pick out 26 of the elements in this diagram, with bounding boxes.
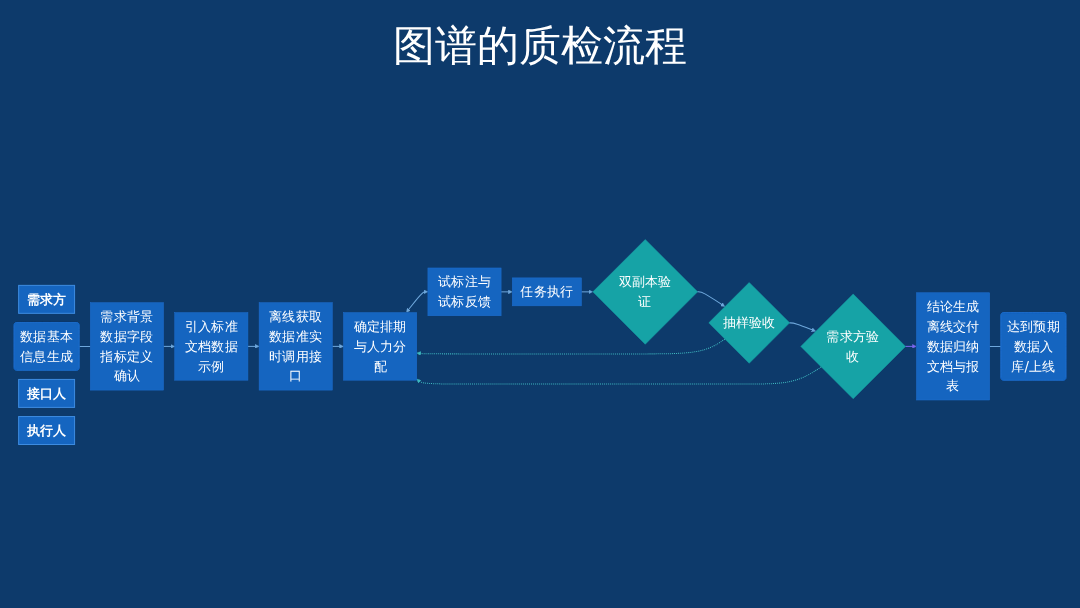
arrow xyxy=(788,322,816,332)
arrow xyxy=(163,344,175,349)
node-box: 接口人 xyxy=(18,378,76,408)
arrow xyxy=(416,338,726,356)
arrow xyxy=(331,344,344,349)
node-box: 任务执行 xyxy=(512,277,582,307)
node-diamond: 抽样验收 xyxy=(708,282,790,364)
node-box: 结论生成离线交付数据归纳文档与报表 xyxy=(916,292,990,401)
node-box: 执行人 xyxy=(18,416,76,445)
connector xyxy=(78,345,91,348)
arrow xyxy=(406,289,429,313)
node-box: 确定排期与人力分配 xyxy=(343,312,417,381)
node-box: 需求背景数据字段指标定义确认 xyxy=(90,302,164,391)
diagram-title: 图谱的质检流程 xyxy=(392,20,688,72)
node-box: 需求方 xyxy=(18,284,76,314)
arrow xyxy=(500,289,513,295)
arrow xyxy=(904,344,917,349)
arrow xyxy=(696,291,725,307)
arrow xyxy=(247,344,260,349)
node-box: 试标注与试标反馈 xyxy=(427,267,502,316)
node-diamond: 双副本验证 xyxy=(592,239,698,345)
node-box: 引入标准文档数据示例 xyxy=(174,312,249,381)
node-box: 离线获取数据准实时调用接口 xyxy=(258,302,333,391)
node-diamond: 需求方验收 xyxy=(800,293,906,399)
arrow xyxy=(580,289,593,295)
arrow xyxy=(416,366,822,385)
